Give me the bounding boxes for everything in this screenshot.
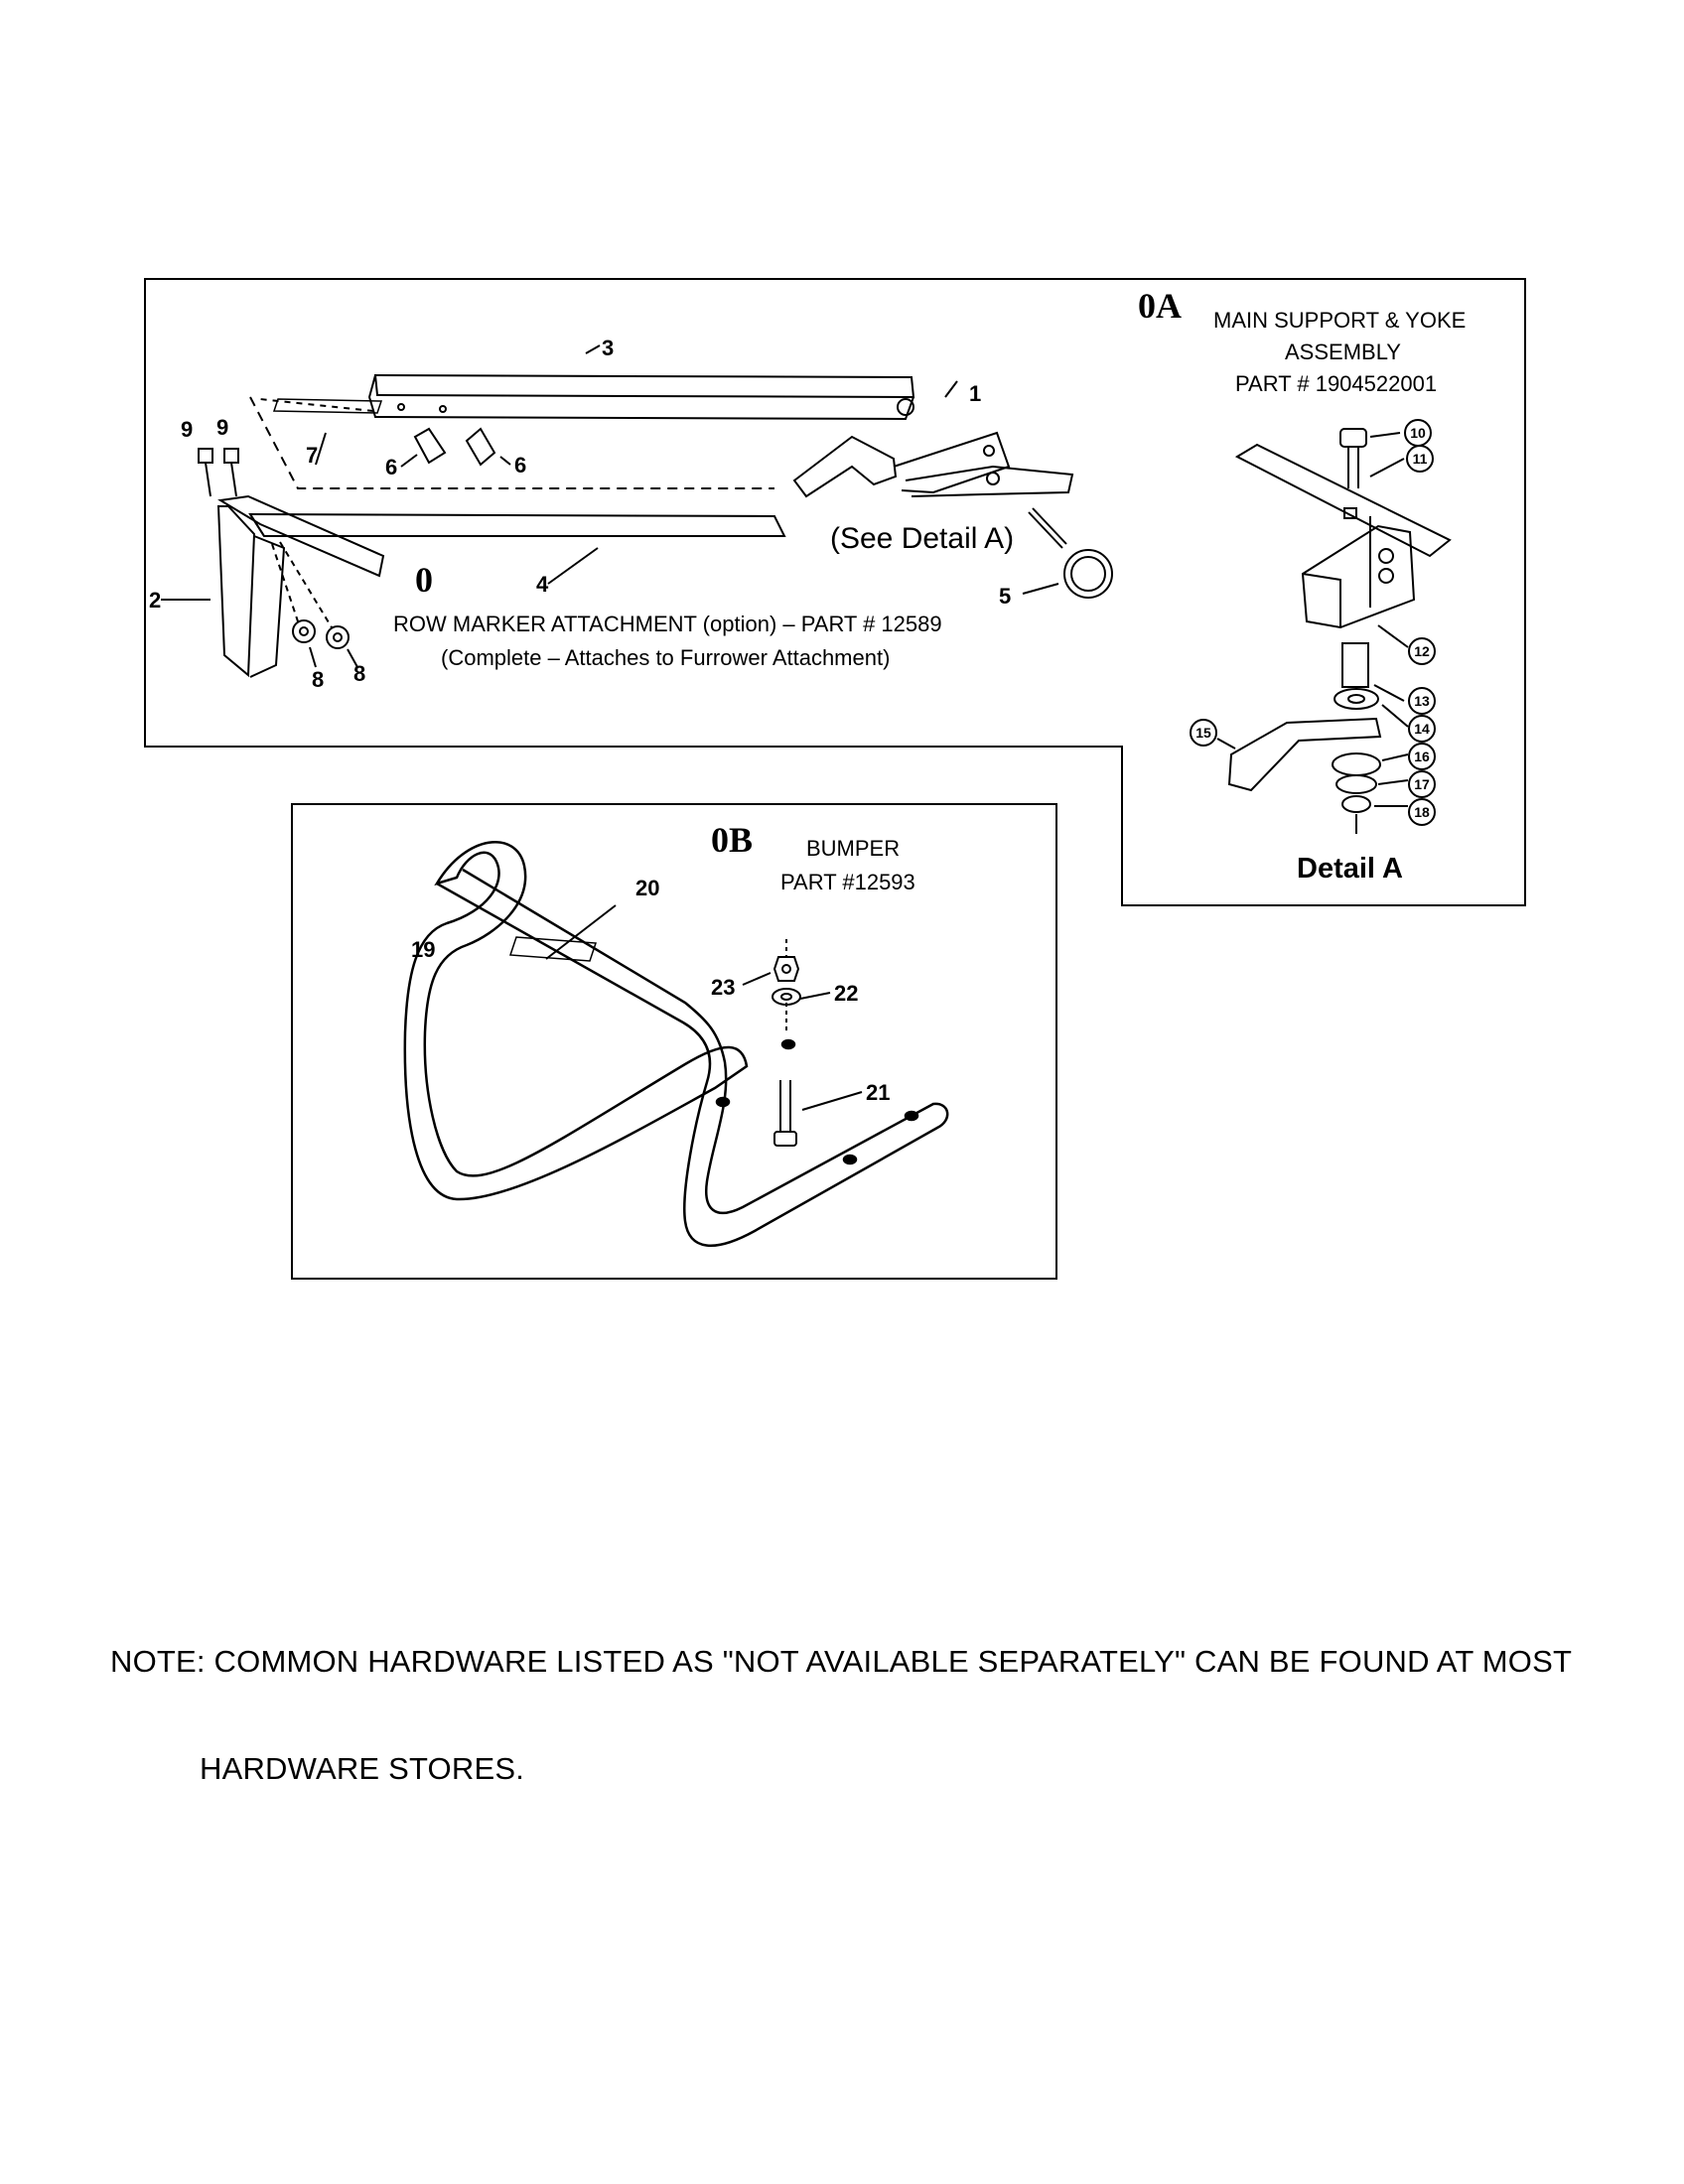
row-marker-assembly bbox=[161, 344, 1113, 678]
callout-17: 17 bbox=[1414, 776, 1430, 792]
section-0-title-line2: (Complete – Attaches to Furrower Attachm… bbox=[441, 645, 890, 670]
detail-a-callout-circles bbox=[1190, 419, 1436, 826]
yoke-assembly-detail bbox=[1216, 428, 1452, 834]
section-0A-title-line3: PART # 1904522001 bbox=[1235, 371, 1437, 396]
section-0B-title-line1: BUMPER bbox=[806, 836, 900, 861]
callout-6a: 6 bbox=[385, 455, 397, 479]
callout-19: 19 bbox=[411, 937, 435, 962]
note-line2: HARDWARE STORES. bbox=[200, 1751, 525, 1786]
section-0A-title-line2: ASSEMBLY bbox=[1285, 340, 1401, 364]
callout-4: 4 bbox=[536, 572, 549, 597]
section-0B-frame bbox=[291, 803, 1057, 1280]
callout-2: 2 bbox=[149, 588, 161, 613]
section-0A-title-line1: MAIN SUPPORT & YOKE bbox=[1213, 308, 1466, 333]
section-0B-title-line2: PART #12593 bbox=[780, 870, 915, 894]
callout-9b: 9 bbox=[216, 415, 228, 440]
section-0-number: 0 bbox=[415, 560, 433, 600]
callout-8a: 8 bbox=[312, 667, 324, 692]
callout-16: 16 bbox=[1414, 749, 1430, 764]
section-0-frame bbox=[144, 278, 1526, 906]
note-line1: NOTE: COMMON HARDWARE LISTED AS "NOT AVA… bbox=[110, 1644, 1573, 1679]
callout-7: 7 bbox=[306, 443, 318, 468]
callout-6b: 6 bbox=[514, 453, 526, 478]
callout-23: 23 bbox=[711, 975, 735, 1000]
see-detail-label: (See Detail A) bbox=[830, 522, 1014, 555]
section-0B-number: 0B bbox=[711, 820, 753, 860]
section-0A-number: 0A bbox=[1138, 286, 1182, 326]
bumper-hardware bbox=[545, 904, 863, 1147]
callout-1: 1 bbox=[969, 381, 981, 406]
detail-a-label: Detail A bbox=[1297, 853, 1403, 885]
callout-21: 21 bbox=[866, 1080, 890, 1105]
callout-20: 20 bbox=[635, 876, 659, 900]
callout-22: 22 bbox=[834, 981, 858, 1006]
callout-10: 10 bbox=[1410, 425, 1426, 441]
callout-18: 18 bbox=[1414, 804, 1430, 820]
callout-15: 15 bbox=[1195, 725, 1211, 741]
callout-12: 12 bbox=[1414, 643, 1430, 659]
bumper-tube bbox=[403, 841, 949, 1247]
section-0-title-line1: ROW MARKER ATTACHMENT (option) – PART # … bbox=[393, 612, 942, 636]
callout-13: 13 bbox=[1414, 693, 1430, 709]
callout-3: 3 bbox=[602, 336, 614, 360]
callout-14: 14 bbox=[1414, 721, 1430, 737]
callout-11: 11 bbox=[1413, 451, 1428, 467]
callout-8b: 8 bbox=[353, 661, 365, 686]
callout-5: 5 bbox=[999, 584, 1011, 609]
callout-9a: 9 bbox=[181, 417, 193, 442]
